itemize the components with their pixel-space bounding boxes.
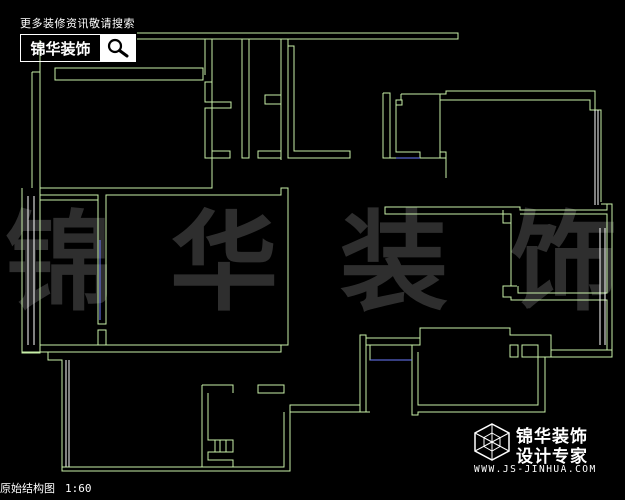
logo-name: 锦华装饰 — [516, 427, 588, 447]
brand-label: 锦华装饰 — [21, 35, 101, 61]
brand-search-box[interactable]: 锦华装饰 — [20, 34, 136, 62]
top-note: 更多装修资讯敬请搜索 — [20, 17, 135, 30]
drawing-caption: 原始结构图 1:60 — [0, 480, 92, 496]
caption-title: 原始结构图 — [0, 482, 55, 495]
watermark-char-2: 华 — [170, 200, 278, 326]
search-icon — [107, 38, 129, 58]
logo-url: WWW.JS-JINHUA.COM — [474, 464, 597, 475]
watermark-char-3: 装 — [340, 200, 448, 326]
watermark-char-1: 锦 — [5, 200, 113, 326]
logo-tagline: 设计专家 — [516, 447, 588, 467]
search-button[interactable] — [101, 35, 135, 61]
cube-logo-icon — [474, 423, 510, 461]
company-logo: 锦华装饰 设计专家 WWW.JS-JINHUA.COM — [472, 420, 602, 480]
caption-scale: 1:60 — [65, 482, 92, 495]
